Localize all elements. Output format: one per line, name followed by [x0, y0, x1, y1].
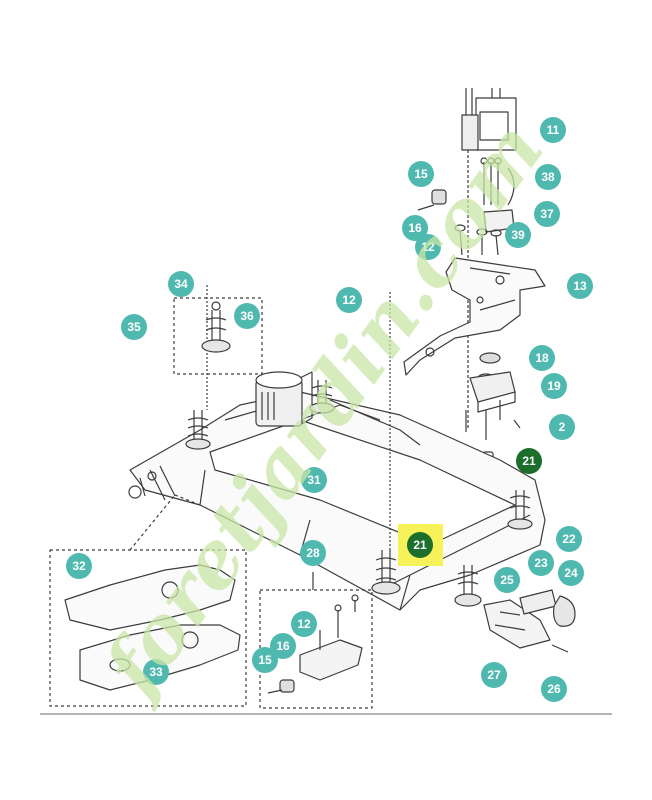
callout-27[interactable]: 27 [481, 662, 507, 688]
callout-28[interactable]: 28 [300, 540, 326, 566]
callout-32[interactable]: 32 [66, 553, 92, 579]
callout-18[interactable]: 18 [529, 345, 555, 371]
detail-box-32 [49, 549, 247, 707]
callout-34[interactable]: 34 [168, 271, 194, 297]
callout-35[interactable]: 35 [121, 314, 147, 340]
callout-19[interactable]: 19 [541, 373, 567, 399]
callout-38[interactable]: 38 [535, 164, 561, 190]
callout-31[interactable]: 31 [301, 467, 327, 493]
callout-15[interactable]: 15 [252, 647, 278, 673]
motor-unit [255, 371, 313, 427]
foot-bracket-parts [267, 594, 363, 694]
callout-23[interactable]: 23 [528, 550, 554, 576]
callout-2[interactable]: 2 [549, 414, 575, 440]
callout-22[interactable]: 22 [556, 526, 582, 552]
callout-24[interactable]: 24 [558, 560, 584, 586]
callout-21[interactable]: 21 [407, 532, 433, 558]
detail-box-28 [259, 589, 373, 709]
side-bracket-parts [483, 589, 576, 653]
callout-37[interactable]: 37 [534, 201, 560, 227]
callout-39[interactable]: 39 [505, 222, 531, 248]
gear-block-parts [465, 352, 521, 440]
callout-13[interactable]: 13 [567, 273, 593, 299]
callout-11[interactable]: 11 [540, 117, 566, 143]
callout-12[interactable]: 12 [415, 234, 441, 260]
callout-33[interactable]: 33 [143, 659, 169, 685]
damper-detail-part [201, 301, 231, 353]
damper-feet [185, 380, 533, 607]
callout-21[interactable]: 21 [516, 448, 542, 474]
callout-26[interactable]: 26 [541, 676, 567, 702]
leader-line [129, 494, 201, 551]
callout-25[interactable]: 25 [494, 567, 520, 593]
callout-36[interactable]: 36 [234, 303, 260, 329]
plate-outline-parts [64, 564, 241, 691]
callout-12[interactable]: 12 [291, 611, 317, 637]
callout-12[interactable]: 12 [336, 287, 362, 313]
callout-15[interactable]: 15 [408, 161, 434, 187]
top-plate-part [403, 257, 546, 376]
detail-box-35 [173, 297, 263, 375]
